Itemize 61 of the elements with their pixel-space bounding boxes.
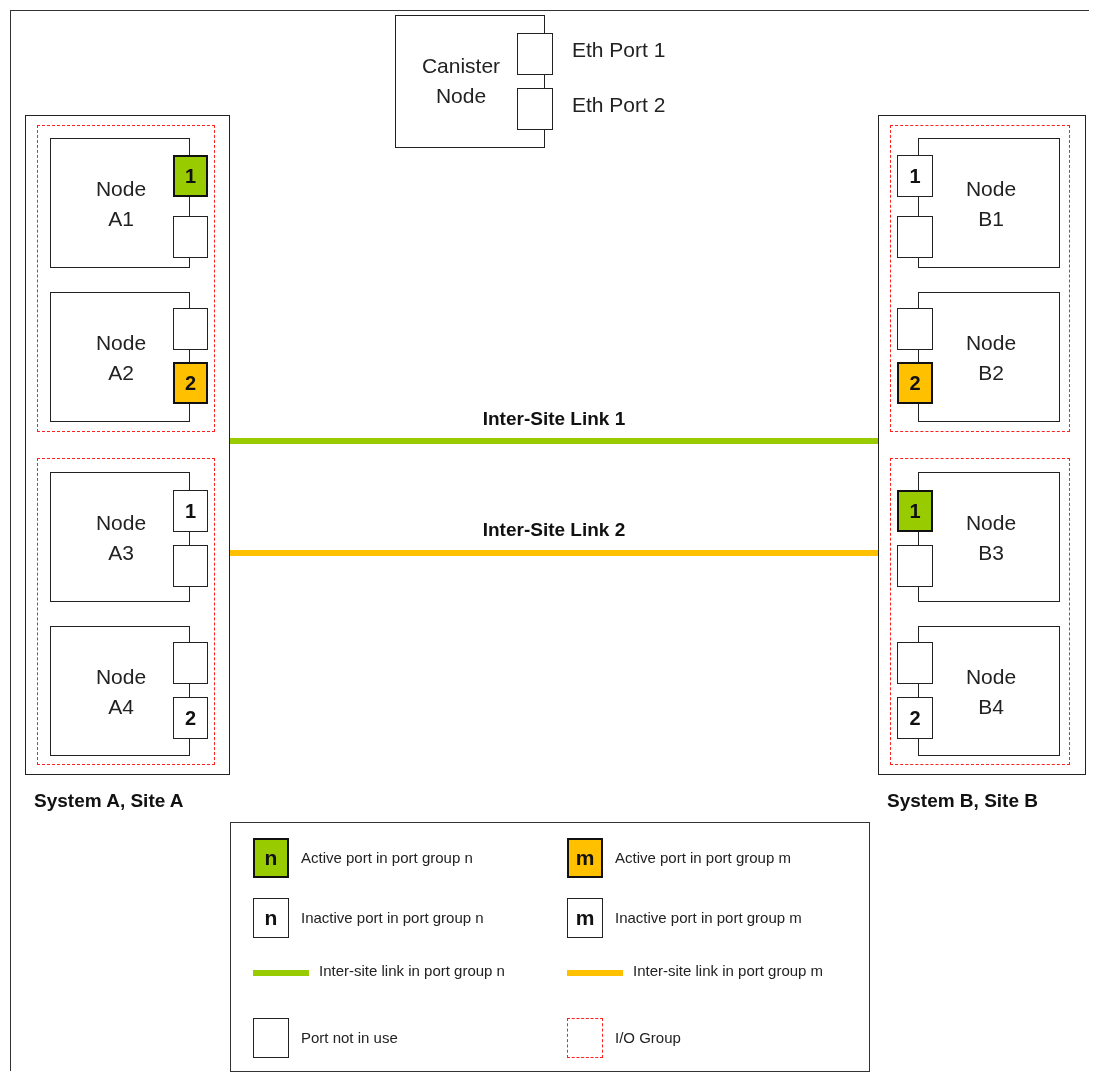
port-box [897,490,933,532]
port-number: 1 [908,499,922,524]
port-box [897,362,933,404]
node-box [918,292,1060,422]
port-number: 1 [183,499,198,524]
port-box [897,642,933,684]
legend-symbol: n [264,906,278,930]
port-box [173,642,208,684]
port-number: 2 [183,371,198,396]
node-box [918,626,1060,756]
port-box [897,545,933,587]
port-number: 1 [183,164,198,189]
port-number: 2 [908,706,922,731]
port-box [173,545,208,587]
link-line [230,550,878,556]
port-number: 2 [183,706,198,731]
port-box [897,697,933,739]
io-group-box [37,125,215,432]
port-box [173,308,208,350]
port-box [897,216,933,258]
legend-text: Active port in port group n [301,849,473,866]
port-box [517,33,553,75]
legend-symbol: m [575,846,595,870]
node-box [918,138,1060,268]
legend-symbol: m [575,906,595,930]
legend-text: Inactive port in port group m [615,909,802,926]
port-box [173,697,208,739]
system-heading: System B, Site B [887,790,1038,812]
port-box [517,88,553,130]
port-number: 2 [908,371,922,396]
port-box [173,155,208,197]
port-box [173,362,208,404]
port-box [897,308,933,350]
legend-text: Port not in use [301,1029,398,1046]
port-box [173,216,208,258]
system-heading: System A, Site A [34,790,184,812]
port-box [173,490,208,532]
port-caption: Eth Port 1 [572,38,666,62]
node-label: Node B2 [964,330,1018,386]
io-group-box [890,458,1070,765]
legend-text: Inactive port in port group n [301,909,484,926]
io-group-box [890,125,1070,432]
legend-text: Inter-site link in port group m [633,962,824,979]
node-box [918,472,1060,602]
node-label: Node B3 [964,510,1018,566]
node-label: Node A2 [94,330,148,386]
port-caption: Eth Port 2 [572,93,666,117]
node-label: Node A3 [94,510,148,566]
node-label: Node B1 [964,176,1018,232]
legend-text: I/O Group [615,1029,681,1046]
node-label: Node B4 [964,664,1018,720]
node-label: Node A4 [94,664,148,720]
legend-text: Active port in port group m [615,849,791,866]
legend-symbol: n [264,846,278,870]
io-group-box [37,458,215,765]
link-line [230,438,878,444]
port-number: 1 [908,164,922,189]
node-label: Canister Node [420,53,502,109]
legend-text: Inter-site link in port group n [319,962,505,979]
port-box [897,155,933,197]
node-label: Node A1 [94,176,148,232]
